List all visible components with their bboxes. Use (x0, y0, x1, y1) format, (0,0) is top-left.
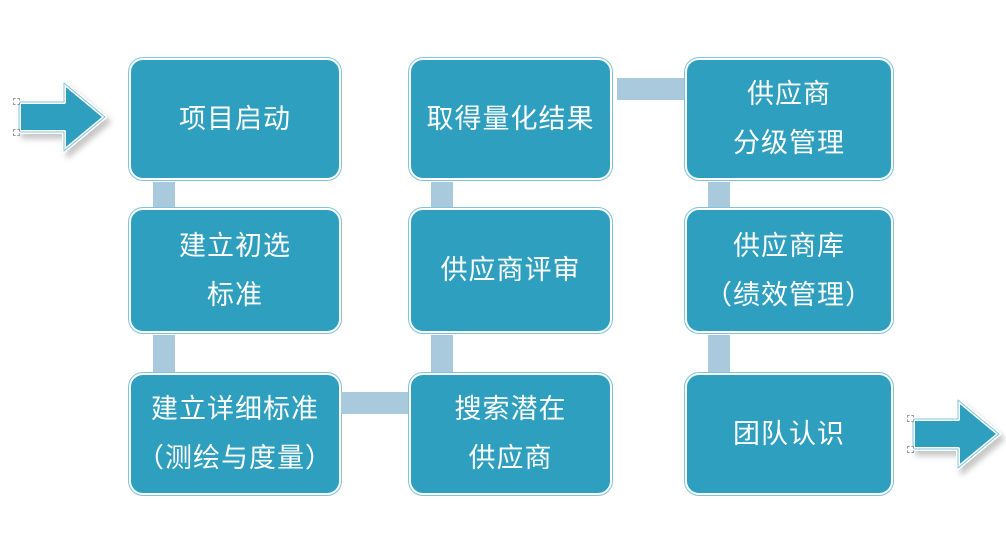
connector-build-detail-criteria-to-search-suppliers (341, 392, 409, 414)
right-arrow-icon (17, 81, 107, 153)
node-quantified-results[interactable]: 取得量化结果 (408, 57, 613, 181)
connector-supplier-review-to-quantified-results (431, 182, 453, 208)
connector-supplier-database-to-team-recognition (708, 335, 730, 373)
node-label-line: 供应商 (468, 443, 553, 474)
node-label-line: 项目启动 (179, 103, 291, 135)
node-build-initial-criteria[interactable]: 建立初选 标准 (128, 207, 342, 334)
connector-search-suppliers-to-supplier-review (431, 335, 453, 373)
connector-project-start-to-build-initial-criteria (153, 182, 175, 208)
node-label-line: 供应商 (747, 79, 831, 110)
connector-supplier-grading-to-supplier-database (708, 182, 730, 208)
connector-quantified-results-to-supplier-grading (617, 78, 685, 100)
node-label-line: 供应商库 (733, 230, 845, 262)
node-supplier-database[interactable]: 供应商库 （绩效管理） (684, 207, 894, 334)
node-label-line: 搜索潜在 (454, 394, 567, 425)
node-label-line: 建立初选 (179, 230, 291, 262)
node-label-line: （测绘与度量） (137, 443, 333, 474)
resize-handle-top-left[interactable] (13, 98, 20, 105)
node-project-start[interactable]: 项目启动 (128, 57, 342, 181)
resize-handle-top-left[interactable] (907, 415, 914, 422)
node-label-line: 标准 (207, 279, 263, 311)
node-label-line: 团队认识 (733, 418, 845, 450)
right-arrow-icon (911, 398, 1001, 470)
node-label-line: 取得量化结果 (426, 103, 595, 135)
node-build-detail-criteria[interactable]: 建立详细标准 （测绘与度量） (128, 372, 342, 496)
node-label-line: 供应商评审 (440, 255, 581, 286)
node-label-line: （绩效管理） (705, 279, 873, 311)
exit-arrow[interactable] (907, 395, 1004, 473)
entry-arrow[interactable] (13, 78, 110, 156)
node-supplier-review[interactable]: 供应商评审 (408, 207, 613, 334)
resize-handle-bottom-left[interactable] (907, 446, 914, 453)
node-search-suppliers[interactable]: 搜索潜在 供应商 (408, 372, 613, 496)
node-team-recognition[interactable]: 团队认识 (684, 372, 894, 496)
node-supplier-grading[interactable]: 供应商 分级管理 (684, 57, 894, 181)
node-label-line: 分级管理 (733, 128, 845, 159)
connector-build-initial-criteria-to-build-detail-criteria (153, 335, 175, 373)
resize-handle-bottom-left[interactable] (13, 129, 20, 136)
node-label-line: 建立详细标准 (151, 394, 319, 425)
